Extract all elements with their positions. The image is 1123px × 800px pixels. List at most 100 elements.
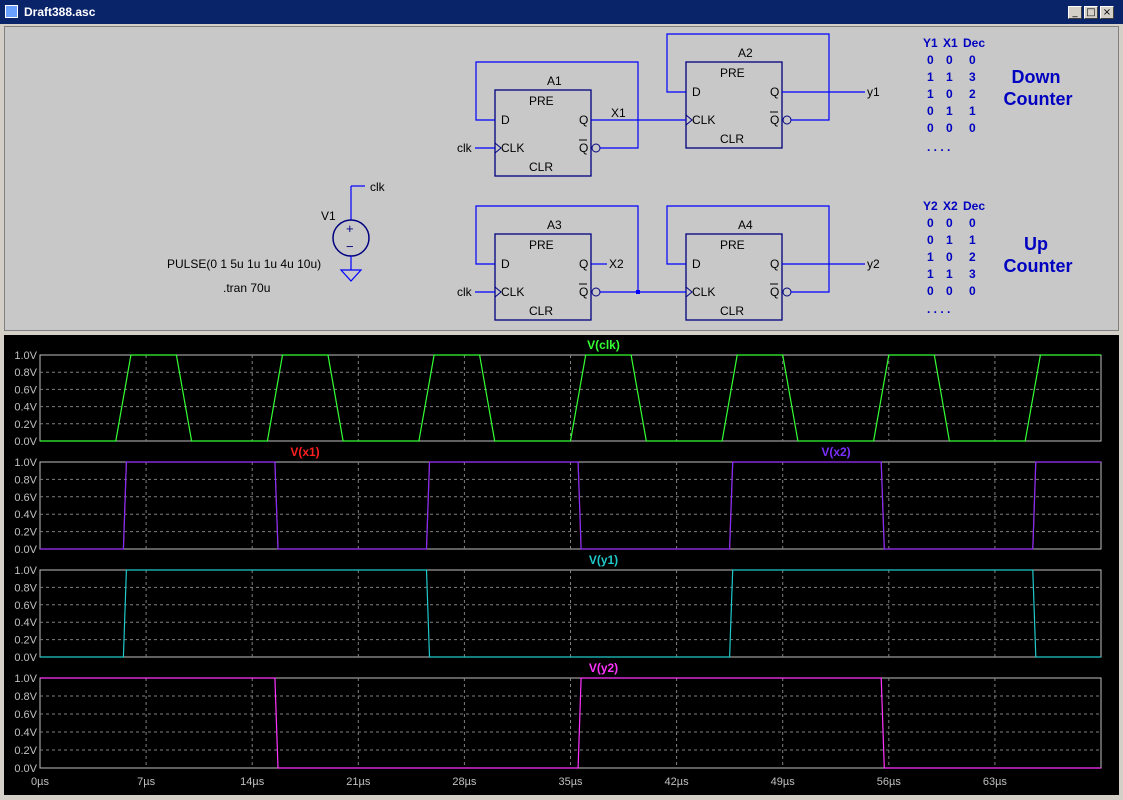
waveform-viewer[interactable]: 1.0V 0.8V 0.6V 0.4V 0.2V 0.0V V(clk) 1.0V 0.8V 0.… <box>4 335 1119 795</box>
net-label-clk-a1: clk <box>457 141 473 155</box>
trace-vy1[interactable] <box>40 569 1101 658</box>
window-title: Draft388.asc <box>24 5 96 19</box>
flipflop-a3[interactable]: A3 PRE D Q CLK Q CLR <box>494 218 601 321</box>
y-tick-label: 0.6V <box>14 709 37 721</box>
x-tick-label: 56µs <box>877 776 902 788</box>
voltage-source-v1[interactable]: + − V1 clk PULSE(0 1 5u 1u 1u 4u 10u) .t… <box>167 180 386 295</box>
svg-text:0: 0 <box>969 216 976 230</box>
x-tick-label: 28µs <box>452 776 477 788</box>
pin-q: Q <box>579 113 588 127</box>
net-label-clk-source: clk <box>370 180 386 194</box>
pin-d: D <box>501 257 510 271</box>
y-tick-label: 0.6V <box>14 600 37 612</box>
svg-text:1: 1 <box>927 87 934 101</box>
svg-text:1: 1 <box>946 104 953 118</box>
svg-text:0: 0 <box>946 121 953 135</box>
pin-clk: CLK <box>692 285 715 299</box>
trace-label[interactable]: V(x2) <box>821 445 850 459</box>
svg-text:. . . .: . . . . <box>927 140 950 154</box>
y-tick-label: 1.0V <box>14 565 37 577</box>
tran-directive[interactable]: .tran 70u <box>223 281 270 295</box>
trace-vx2[interactable] <box>40 461 1101 550</box>
pin-clk: CLK <box>501 141 524 155</box>
y-tick-label: 0.8V <box>14 582 37 594</box>
x-tick-label: 7µs <box>137 776 155 788</box>
minimize-button[interactable]: _ <box>1068 6 1082 19</box>
pin-pre: PRE <box>529 238 554 252</box>
svg-text:1: 1 <box>969 233 976 247</box>
junction-dot <box>636 290 640 294</box>
trace-vclk[interactable] <box>40 354 1101 442</box>
schematic-editor[interactable]: + − V1 clk PULSE(0 1 5u 1u 1u 4u 10u) .t… <box>4 26 1119 331</box>
pin-qbar: Q <box>579 141 588 155</box>
pin-clr: CLR <box>529 304 553 318</box>
svg-text:Dec: Dec <box>963 36 985 50</box>
svg-text:1: 1 <box>927 250 934 264</box>
flipflop-a4[interactable]: A4 PRE D Q CLK Q CLR <box>685 218 792 321</box>
svg-text:0: 0 <box>969 53 976 67</box>
svg-text:0: 0 <box>927 216 934 230</box>
pin-clr: CLR <box>529 160 553 174</box>
pin-clk: CLK <box>501 285 524 299</box>
svg-text:0: 0 <box>927 53 934 67</box>
label-down: Down <box>1012 67 1061 87</box>
x-tick-label: 49µs <box>771 776 796 788</box>
x-tick-label: 42µs <box>665 776 690 788</box>
svg-text:1: 1 <box>927 267 934 281</box>
y-tick-label: 0.6V <box>14 492 37 504</box>
y-tick-label: 0.4V <box>14 727 37 739</box>
trace-label[interactable]: V(y1) <box>589 553 618 567</box>
source-ref: V1 <box>321 209 336 223</box>
svg-text:X2: X2 <box>943 199 958 213</box>
y-tick-label: 0.8V <box>14 367 37 379</box>
plus-sign: + <box>346 221 354 236</box>
y-tick-label: 0.2V <box>14 419 37 431</box>
svg-text:1: 1 <box>946 267 953 281</box>
y-tick-label: 0.2V <box>14 745 37 757</box>
flipflop-ref: A4 <box>738 218 753 232</box>
label-up: Up <box>1024 234 1048 254</box>
trace-label[interactable]: V(x1) <box>290 445 319 459</box>
label-down-counter: Counter <box>1004 89 1073 109</box>
net-label-x1: X1 <box>611 106 626 120</box>
ground-symbol <box>339 269 363 282</box>
svg-text:0: 0 <box>927 121 934 135</box>
schematic-canvas[interactable]: + − V1 clk PULSE(0 1 5u 1u 1u 4u 10u) .t… <box>5 27 1120 332</box>
label-up-counter: Counter <box>1004 256 1073 276</box>
svg-text:Dec: Dec <box>963 199 985 213</box>
flipflop-a1[interactable]: A1 PRE D Q CLK Q CLR <box>494 74 601 177</box>
pin-clr: CLR <box>720 132 744 146</box>
net-label-y2: y2 <box>867 257 880 271</box>
flipflop-ref: A3 <box>547 218 562 232</box>
x-tick-label: 21µs <box>346 776 371 788</box>
svg-text:Y2: Y2 <box>923 199 938 213</box>
svg-text:3: 3 <box>969 70 976 84</box>
trace-vy2[interactable] <box>40 677 1101 769</box>
pin-clr: CLR <box>720 304 744 318</box>
x-tick-label: 35µs <box>558 776 583 788</box>
y-tick-label: 0.6V <box>14 384 37 396</box>
svg-text:1: 1 <box>969 104 976 118</box>
trace-label[interactable]: V(clk) <box>587 338 620 352</box>
y-tick-label: 0.0V <box>14 544 37 556</box>
trace-label[interactable]: V(y2) <box>589 661 618 675</box>
window-title-bar[interactable]: Draft388.asc _ □ × <box>0 0 1123 24</box>
svg-text:0: 0 <box>969 284 976 298</box>
svg-text:0: 0 <box>946 216 953 230</box>
y-tick-label: 0.8V <box>14 474 37 486</box>
svg-text:0: 0 <box>946 87 953 101</box>
close-button[interactable]: × <box>1100 6 1114 19</box>
pin-q: Q <box>770 85 779 99</box>
x-tick-label: 14µs <box>240 776 265 788</box>
maximize-button[interactable]: □ <box>1084 6 1098 19</box>
pin-clk: CLK <box>692 113 715 127</box>
y-tick-label: 1.0V <box>14 457 37 469</box>
x-tick-label: 0µs <box>31 776 49 788</box>
waveform-canvas[interactable]: 1.0V 0.8V 0.6V 0.4V 0.2V 0.0V V(clk) 1.0V 0.8V 0.… <box>4 335 1119 795</box>
flipflop-a2[interactable]: A2 PRE D Q CLK Q CLR <box>685 46 792 149</box>
svg-text:. . . .: . . . . <box>927 302 950 316</box>
svg-text:X1: X1 <box>943 36 958 50</box>
svg-text:2: 2 <box>969 87 976 101</box>
